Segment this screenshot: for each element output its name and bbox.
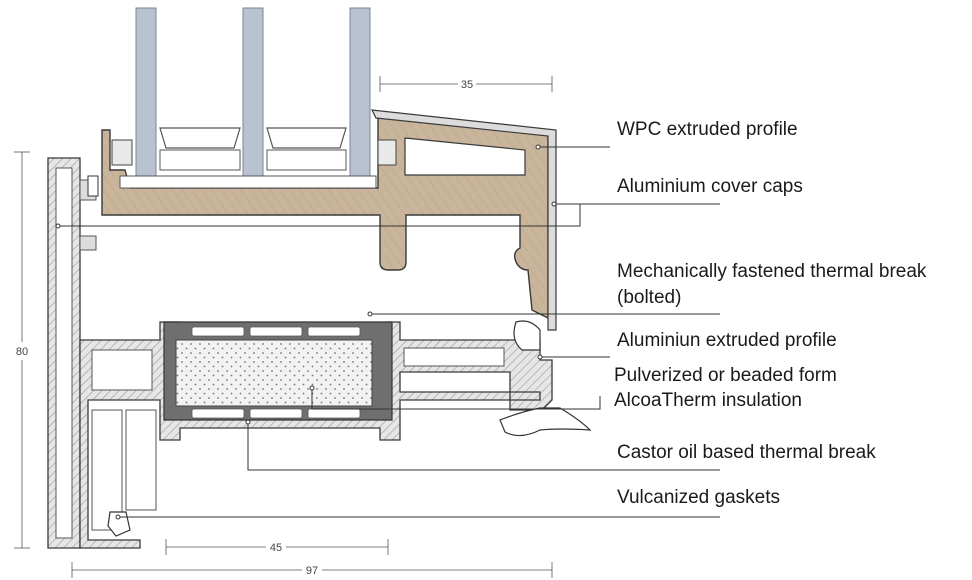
label-thermal-break-bolted-2: (bolted) [617,287,681,308]
gaskets [87,175,592,537]
glass-panes [135,7,371,181]
dimension-80: 80 [16,346,28,358]
wpc-profile [101,117,549,320]
label-castor-thermal-break: Castor oil based thermal break [617,442,876,463]
leader-lines [55,144,720,520]
thermal-break-castor [163,321,393,421]
dimension-97: 97 [306,565,318,577]
dimension-35: 35 [461,79,473,91]
label-thermal-break-bolted: Mechanically fastened thermal break [617,261,927,282]
aluminium-frame-left [47,157,97,549]
label-aluminium-cover-caps: Aluminium cover caps [617,176,803,197]
label-vulcanized-gaskets: Vulcanized gaskets [617,487,780,508]
dimension-labels: 35 80 45 97 [14,77,476,577]
callout-labels: WPC extruded profile Aluminium cover cap… [614,119,927,508]
label-insulation-2: AlcoaTherm insulation [614,390,802,411]
dimension-45: 45 [270,542,282,554]
label-wpc-profile: WPC extruded profile [617,119,798,140]
aluminium-cover-cap [370,109,557,331]
label-insulation: Pulverized or beaded form [614,365,837,386]
label-aluminium-extruded-profile: Aluminiun extruded profile [617,330,837,351]
